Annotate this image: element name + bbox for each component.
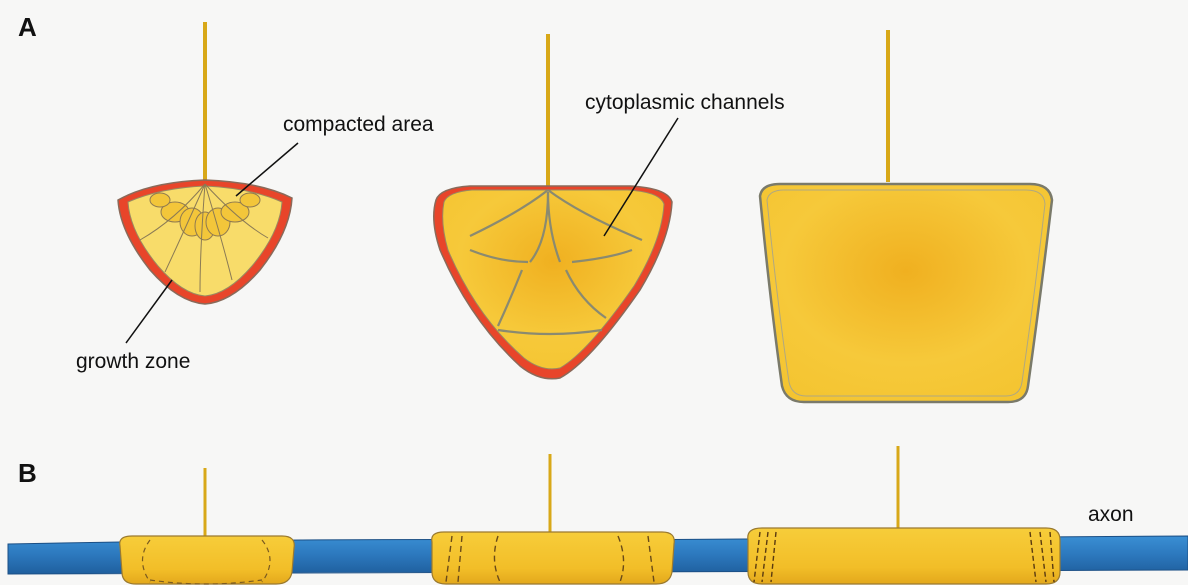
label-axon: axon: [1088, 503, 1134, 526]
stage-2-process: [434, 34, 672, 379]
stage-2-body: [443, 190, 664, 369]
sheath-2: [432, 454, 675, 584]
panel-letter-a: A: [18, 12, 37, 42]
sheath-1-body: [120, 536, 295, 584]
stage-3-process: [760, 30, 1052, 402]
label-cytoplasmic-channels: cytoplasmic channels: [585, 91, 785, 114]
label-compacted-area: compacted area: [283, 113, 434, 136]
leader-growth-zone: [126, 280, 172, 343]
stage-1-process: [118, 22, 292, 304]
panel-letter-b: B: [18, 458, 37, 488]
stage-3-sheet: [760, 184, 1052, 402]
sheath-2-body: [432, 532, 675, 584]
sheath-3-body: [748, 528, 1060, 584]
label-growth-zone: growth zone: [76, 350, 190, 373]
sheath-3: [748, 446, 1060, 584]
sheath-1: [120, 468, 295, 584]
